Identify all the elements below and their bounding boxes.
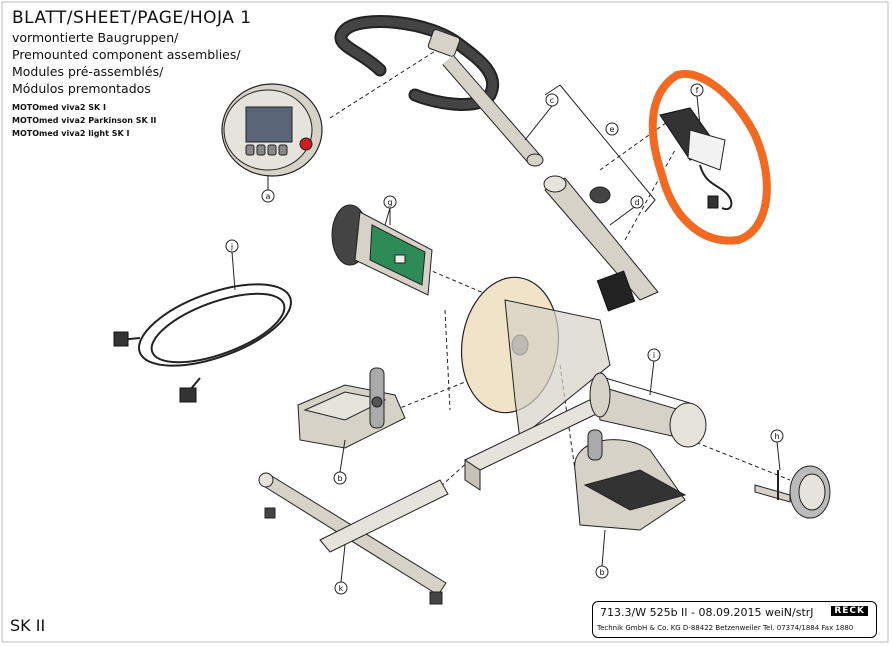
callout-b2-circle [595,565,609,579]
callout-a: a [266,192,271,201]
base-frame [460,276,617,491]
model-line-3: MOTOmed viva2 light SK I [12,129,130,138]
drawing-reference: 713.3/W 525b II - 08.09.2015 weiN/strJ [600,606,814,619]
callout-b1: b [337,474,342,483]
transport-wheel [754,465,831,519]
electronics-module [331,204,433,296]
model-line-2: MOTOmed viva2 Parkinson SK II [12,116,157,125]
header-line-fr: Modules pré-assemblés/ [12,64,164,79]
sheet-code: SK II [10,616,46,635]
callout-g: g [387,198,392,207]
callout-b2: b [599,568,604,577]
header-line-en: Premounted component assemblies/ [12,47,241,62]
bracket-e [559,84,656,213]
handlebar-assembly [334,15,544,167]
callout-j: j [230,242,233,251]
callout-i-circle [647,348,661,362]
callout-e: e [610,125,615,134]
callout-d-circle [630,195,644,209]
callout-a-circle [261,189,275,203]
callout-c: c [550,96,554,105]
model-line-1: MOTOmed viva2 SK I [12,103,106,112]
pedal-right [574,429,687,531]
title-block: 713.3/W 525b II - 08.09.2015 weiN/strJ R… [592,601,877,638]
sheet-title: BLATT/SHEET/PAGE/HOJA 1 [12,8,252,28]
leader-lines [231,95,781,583]
callout-k: k [339,584,344,593]
power-supply [659,107,733,211]
callout-e-circle [605,122,619,136]
header-line-de: vormontierte Baugruppen/ [12,30,179,45]
callout-i: i [653,351,655,360]
highlight-circle [648,69,771,245]
callout-c-circle [545,93,559,107]
callout-h-circle [770,429,784,443]
callout-f-circle [690,83,704,97]
callout-j-circle [225,239,239,253]
callout-k-circle [334,581,348,595]
company-address: Technik GmbH & Co. KG D-88422 Betzenweil… [597,624,854,632]
pedal-left [297,367,406,449]
header-line-es: Módulos premontados [12,81,151,96]
company-logo: RECK [831,606,868,616]
callout-b1-circle [333,471,347,485]
power-cable [119,283,292,391]
callout-g-circle [383,195,397,209]
callout-d: d [634,198,639,207]
display-console [221,83,323,190]
cylinder-cover [589,372,707,448]
red-button [299,137,313,151]
foot-bar [258,472,449,605]
callout-f: f [696,86,699,95]
steering-column [543,175,659,312]
callout-h: h [774,432,779,441]
